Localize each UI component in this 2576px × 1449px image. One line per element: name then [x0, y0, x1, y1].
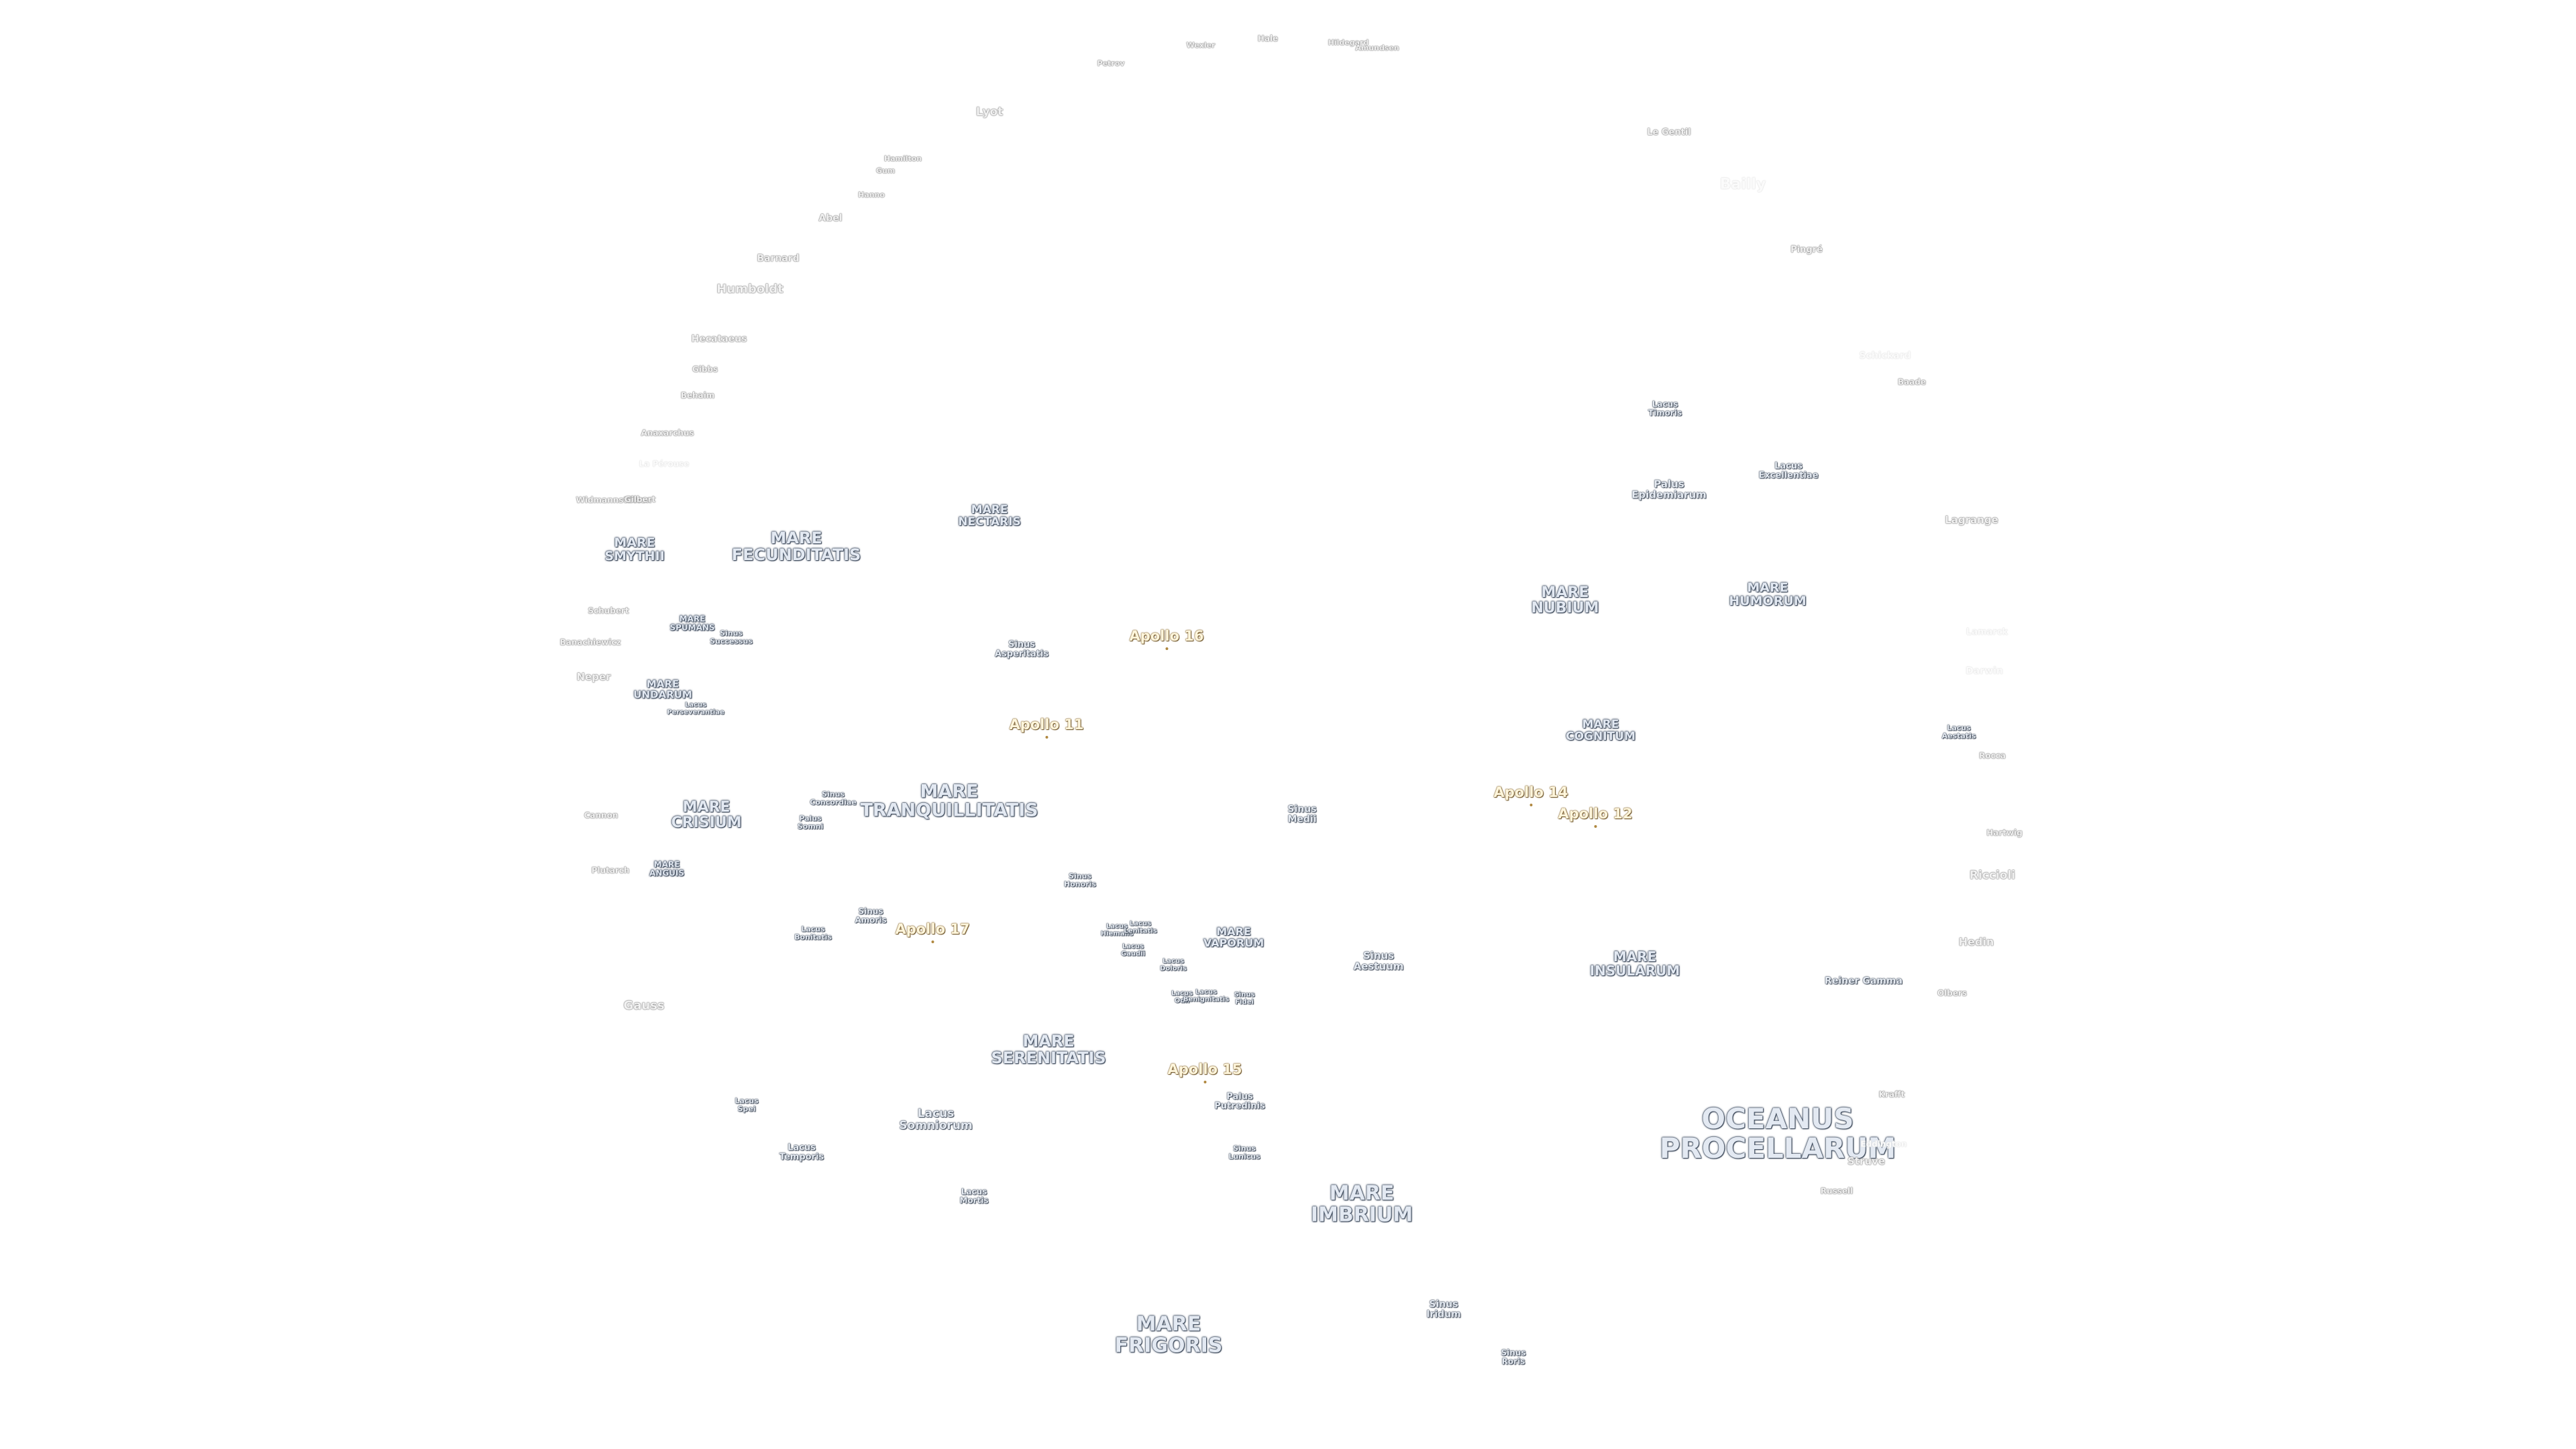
- map-label-lacus-odii: Lacus Odii: [1171, 989, 1193, 1004]
- map-label-mare-vaporum: MARE VAPORUM: [1203, 925, 1265, 949]
- map-label-eddington: Eddington: [1860, 1139, 1907, 1149]
- map-label-lacus-doloris: Lacus Doloris: [1160, 957, 1187, 972]
- map-label-mare-nubium: MARE NUBIUM: [1531, 584, 1599, 616]
- map-label-hamilton: Hamilton: [883, 154, 922, 164]
- map-label-darwin: Darwin: [1966, 665, 2003, 677]
- map-label-oceanus-procellarum: OCEANUS PROCELLARUM: [1659, 1102, 1896, 1165]
- map-label-mare-humorum: MARE HUMORUM: [1729, 580, 1807, 608]
- map-label-pingr: Pingré: [1790, 245, 1823, 256]
- map-label-mare-frigoris: MARE FRIGORIS: [1114, 1312, 1223, 1357]
- map-label-behaim: Behaim: [680, 390, 715, 400]
- map-label-lacus-somniorum: Lacus Somniorum: [899, 1107, 973, 1132]
- map-label-baade: Baade: [1897, 377, 1927, 387]
- map-label-amundsen: Amundsen: [1355, 44, 1399, 53]
- map-label-mare-undarum: MARE UNDARUM: [633, 678, 692, 700]
- map-label-apollo-12: Apollo 12: [1558, 805, 1633, 828]
- map-label-lacus-bonitatis: Lacus Bonitatis: [794, 924, 832, 941]
- map-label-lacus-excellentiae: Lacus Excellentiae: [1758, 461, 1819, 480]
- map-label-hartwig: Hartwig: [1986, 828, 2023, 838]
- map-label-wexler: Wexler: [1186, 41, 1216, 50]
- map-label-schubert: Schubert: [588, 606, 629, 616]
- map-label-sinus-iridum: Sinus Iridum: [1426, 1299, 1461, 1320]
- map-label-lacus-gaudii: Lacus Gaudii: [1120, 943, 1146, 957]
- map-label-lacus-mortis: Lacus Mortis: [959, 1187, 989, 1205]
- map-label-mare-spumans: MARE SPUMANS: [669, 614, 715, 632]
- map-label-petrov: Petrov: [1097, 59, 1125, 68]
- map-label-humboldt: Humboldt: [716, 282, 784, 297]
- map-label-gum: Gum: [875, 166, 896, 176]
- map-label-hecataeus: Hecataeus: [691, 333, 747, 345]
- map-label-anaxarchus: Anaxarchus: [641, 428, 694, 438]
- map-label-gauss: Gauss: [623, 998, 665, 1013]
- map-label-lacus-hiemalis: Lacus Hiemalis: [1100, 922, 1134, 937]
- map-label-apollo-17: Apollo 17: [895, 920, 970, 944]
- map-label-lacus-temporis: Lacus Temporis: [779, 1142, 824, 1162]
- map-label-apollo-14: Apollo 14: [1493, 784, 1568, 807]
- map-label-lacus-perseverantiae: Lacus Perseverantiae: [667, 701, 724, 716]
- map-label-sinus-lunicus: Sinus Lunicus: [1228, 1144, 1260, 1161]
- map-label-plutarch: Plutarch: [591, 865, 630, 875]
- map-label-mare-serenitatis: MARE SERENITATIS: [991, 1031, 1106, 1067]
- map-label-lyot: Lyot: [975, 105, 1004, 119]
- map-label-mare-smythii: MARE SMYTHII: [604, 535, 665, 564]
- map-label-lamarck: Lamarck: [1966, 627, 2008, 638]
- map-label-apollo-11: Apollo 11: [1009, 716, 1084, 739]
- map-label-hanno: Hanno: [858, 191, 885, 200]
- map-label-sinus-aestuum: Sinus Aestuum: [1353, 949, 1404, 972]
- map-label-palus-epidemiarum: Palus Epidemiarum: [1631, 478, 1707, 500]
- map-label-apollo-16: Apollo 16: [1129, 627, 1204, 651]
- map-label-abel: Abel: [818, 213, 843, 224]
- map-label-bailly: Bailly: [1719, 176, 1766, 193]
- map-label-palus-putredinis: Palus Putredinis: [1214, 1091, 1265, 1111]
- map-label-banachiewicz: Banachiewicz: [559, 637, 621, 647]
- map-label-apollo-15: Apollo 15: [1167, 1061, 1242, 1084]
- map-label-cannon: Cannon: [584, 810, 619, 820]
- map-label-mare-tranquillitatis: MARE TRANQUILLITATIS: [860, 781, 1038, 821]
- map-label-olbers: Olbers: [1937, 988, 1968, 998]
- map-label-reiner-gamma: Reiner Gamma: [1825, 975, 1902, 987]
- map-label-palus-somni: Palus Somni: [797, 814, 824, 830]
- map-label-sinus-honoris: Sinus Honoris: [1064, 871, 1096, 888]
- map-label-mare-crisium: MARE CRISIUM: [671, 798, 742, 831]
- map-label-lacus-timoris: Lacus Timoris: [1648, 399, 1682, 417]
- map-label-gibbs: Gibbs: [692, 364, 718, 374]
- map-label-rocca: Rocca: [1979, 751, 2006, 761]
- map-label-lacus-aestatis: Lacus Aestatis: [1941, 723, 1976, 740]
- map-label-krafft: Krafft: [1878, 1089, 1905, 1099]
- map-label-sinus-fidei: Sinus Fidei: [1234, 991, 1255, 1006]
- map-label-lacus-spei: Lacus Spei: [735, 1096, 759, 1113]
- map-label-sinus-asperitatis: Sinus Asperitatis: [994, 639, 1049, 659]
- map-label-mare-nectaris: MARE NECTARIS: [958, 503, 1021, 529]
- map-label-schickard: Schickard: [1859, 350, 1911, 362]
- map-label-hale: Hale: [1257, 34, 1279, 44]
- map-label-sinus-medii: Sinus Medii: [1287, 804, 1317, 824]
- map-label-mare-anguis: MARE ANGUIS: [649, 859, 685, 877]
- map-label-riccioli: Riccioli: [1969, 869, 2016, 883]
- map-label-neper: Neper: [576, 671, 611, 684]
- map-label-hedin: Hedin: [1958, 935, 1994, 949]
- map-label-mare-fecunditatis: MARE FECUNDITATIS: [731, 528, 861, 564]
- map-label-widmannst-tten: Widmannstätten: [576, 495, 652, 505]
- map-label-sinus-successus: Sinus Successus: [710, 629, 753, 645]
- map-label-mare-insularum: MARE INSULARUM: [1589, 949, 1680, 979]
- map-label-le-gentil: Le Gentil: [1647, 127, 1691, 138]
- map-label-hildegard: Hildegard: [1328, 38, 1369, 48]
- map-label-russell: Russell: [1820, 1186, 1854, 1196]
- map-label-lagrange: Lagrange: [1945, 514, 1998, 527]
- map-label-sinus-amoris: Sinus Amoris: [855, 906, 887, 924]
- map-label-mare-cognitum: MARE COGNITUM: [1566, 718, 1635, 743]
- map-label-lacus-lenitatis: Lacus Lenitatis: [1124, 920, 1157, 934]
- map-label-mare-imbrium: MARE IMBRIUM: [1310, 1181, 1413, 1226]
- map-label-sinus-concordiae: Sinus Concordiae: [810, 790, 857, 806]
- map-label-sinus-roris: Sinus Roris: [1501, 1348, 1526, 1366]
- map-label-lacus-benignitatis: Lacus Benignitatis: [1183, 988, 1230, 1003]
- map-label-la-p-rouse: La Pérouse: [639, 459, 690, 469]
- map-label-gilbert: Gilbert: [624, 494, 656, 504]
- map-label-struve: Struve: [1847, 1155, 1886, 1168]
- map-label-barnard: Barnard: [757, 253, 800, 264]
